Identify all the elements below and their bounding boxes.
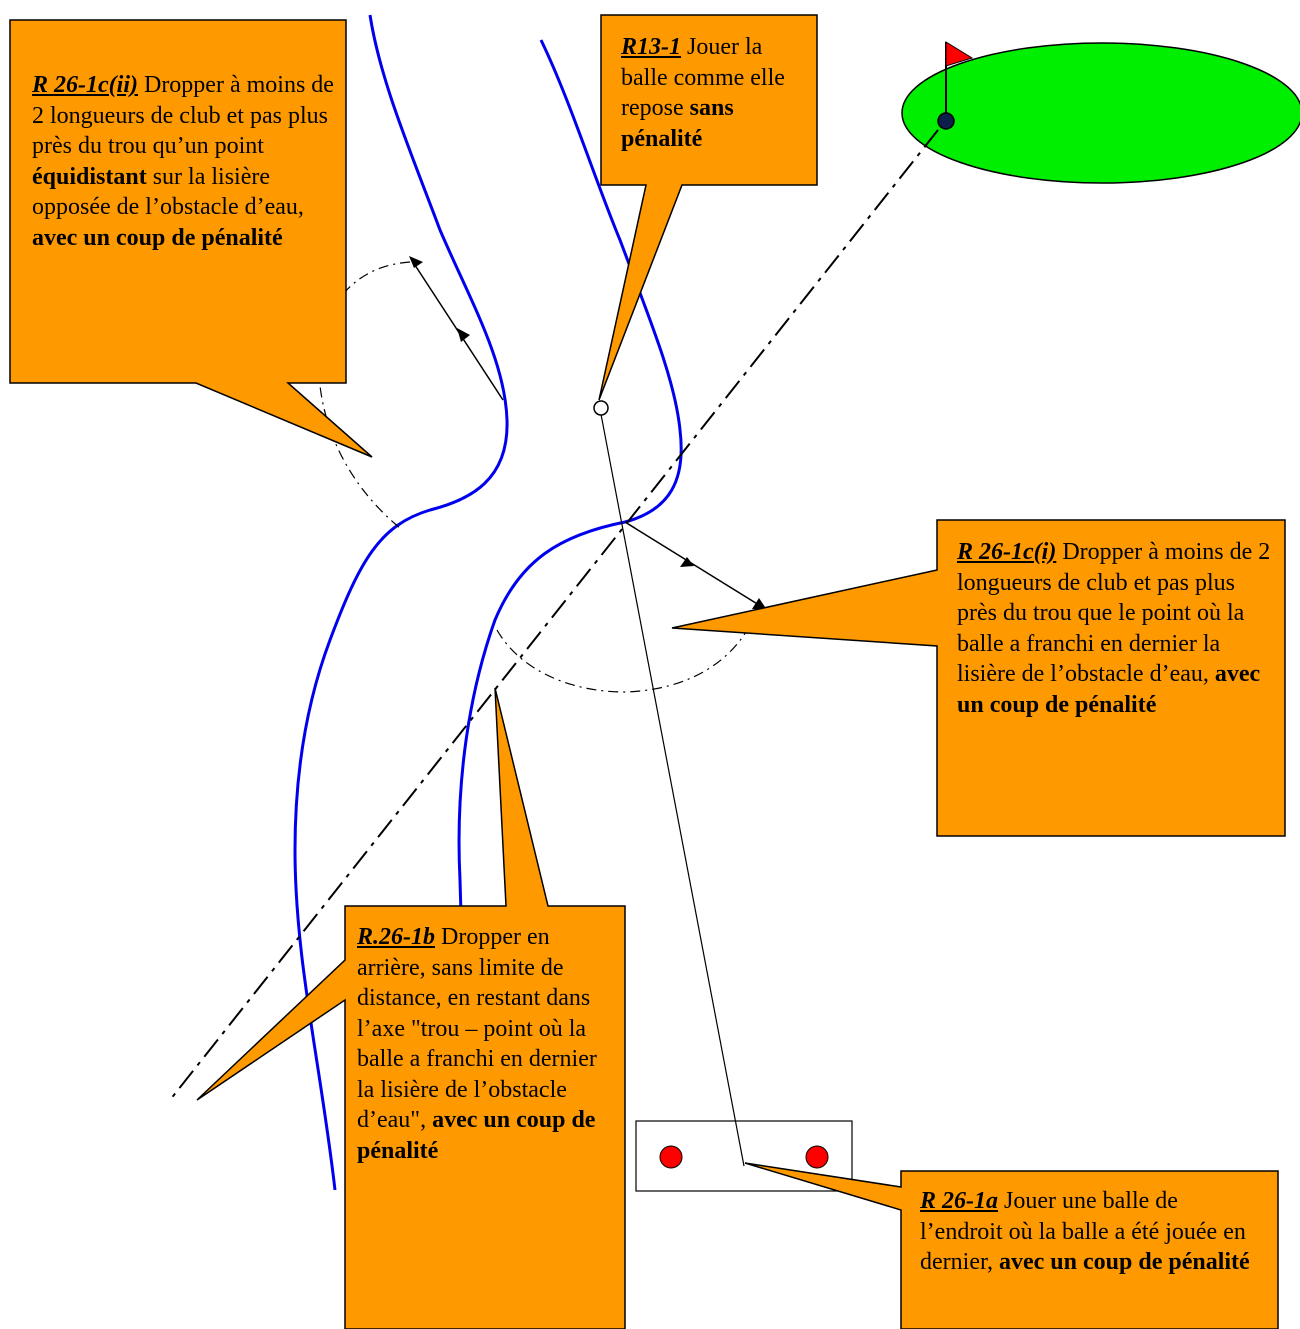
hazard-margin-left [293, 14, 509, 1191]
callout-text: Jouer la balle comme elle repose [621, 34, 785, 121]
callout-bold-text: avec un coup de pénalité [957, 661, 1261, 718]
callout-r13-1: R13-1 Jouer la balle comme elle repose s… [621, 32, 811, 154]
callout-bold-text: avec un coup de pénalité [32, 224, 283, 251]
callout-r13-1-shape [598, 14, 818, 401]
callout-r26-1c-i: R 26-1c(i) Dropper à moins de 2 longueur… [957, 537, 1277, 720]
drop-zone-arc-opposite [318, 261, 411, 529]
hazard-margin-right [457, 39, 683, 1121]
hole-axis-line [169, 129, 939, 1101]
callout-r26-1a: R 26-1a Jouer une balle de l’endroit où … [920, 1186, 1260, 1278]
rule-reference: R 26-1c(i) [957, 539, 1057, 565]
callout-text: sur la lisière opposée de l’obstacle d’e… [32, 163, 304, 221]
callout-bold-text: sans pénalité [621, 95, 734, 152]
club-length-arrow-entry [624, 521, 768, 611]
arrowhead-icon [680, 557, 694, 567]
callout-text: Dropper à moins de 2 longueurs de club e… [957, 539, 1271, 687]
callout-bold-text: avec un coup de pénalité [357, 1107, 596, 1164]
arrowhead-icon [409, 256, 423, 268]
club-length-arrow-opposite [410, 258, 504, 401]
rule-reference: R 26-1c(ii) [32, 72, 138, 98]
callout-r26-1c-i-shape [671, 519, 1286, 837]
callout-r26-1c-ii-shape [9, 19, 373, 458]
flag-icon [945, 41, 974, 67]
ball-flight-line [599, 408, 745, 1167]
hole-icon [937, 112, 955, 130]
arrowhead-icon [457, 328, 470, 342]
rule-reference: R 26-1a [920, 1188, 998, 1214]
rule-reference: R13-1 [621, 34, 681, 60]
putting-green [901, 42, 1300, 184]
rule-reference: R.26-1b [357, 924, 435, 950]
callout-text: Dropper à moins de 2 longueurs de club e… [32, 72, 334, 159]
callout-r26-1b: R.26-1b Dropper en arrière, sans limite … [357, 922, 597, 1166]
arrowhead-icon [752, 598, 767, 610]
callout-bold-text: équidistant [32, 163, 147, 190]
callout-r26-1b-shape [196, 687, 626, 1329]
callout-text: Dropper en arrière, sans limite de dista… [357, 924, 597, 1133]
tee-marker-right [805, 1145, 829, 1169]
ball-icon [593, 400, 609, 416]
drop-zone-arc-entry [496, 609, 758, 693]
callout-r26-1c-ii: R 26-1c(ii) Dropper à moins de 2 longueu… [32, 70, 344, 253]
callout-text: Jouer une balle de l’endroit où la balle… [920, 1188, 1246, 1275]
callout-bold-text: avec un coup de pénalité [999, 1249, 1250, 1275]
tee-marker-left [659, 1145, 683, 1169]
callout-r26-1a-shape [744, 1162, 1279, 1329]
